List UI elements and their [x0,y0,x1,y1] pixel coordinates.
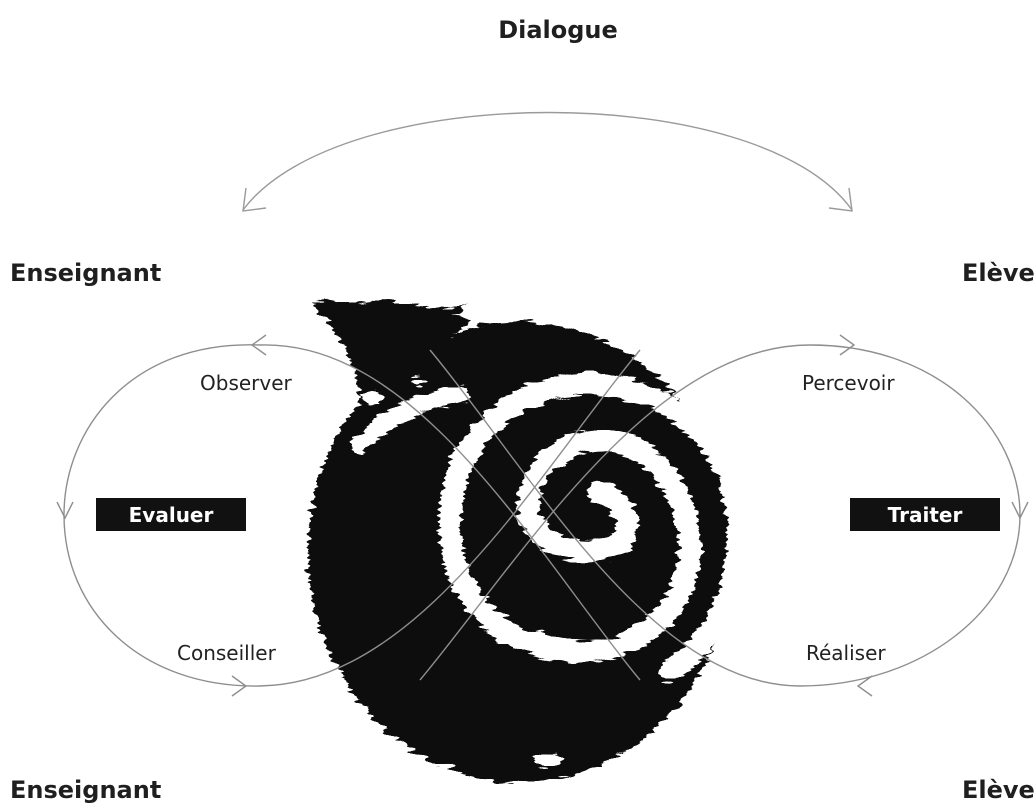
ink-spiral-gap-outer [351,386,469,454]
ink-spiral-wisp [400,303,468,330]
arrow-head-icon [242,187,267,212]
step-conseiller: Conseiller [177,641,277,665]
traiter-box [850,498,1000,531]
arrow-head-icon [839,334,856,356]
evaluer-box-label: Evaluer [129,503,214,527]
arrow-head-icon [250,334,267,356]
label-enseignant-bottom: Enseignant [10,776,161,804]
arrow-head-icon [231,675,248,697]
evaluer-box [96,498,246,531]
ink-spiral [308,300,750,782]
label-eleve-bottom: Elève [962,776,1035,804]
step-observer: Observer [200,371,293,395]
step-percevoir: Percevoir [802,371,895,395]
right-loop-line [419,344,1021,687]
dialogue-arc-line [242,111,853,211]
arrow-head-icon [856,675,873,697]
diagram-title: Dialogue [498,16,618,44]
arrow-head-icon [56,501,74,520]
arrow-head-icon [1011,501,1029,520]
ink-speck [534,753,562,767]
step-realiser: Réaliser [806,641,886,665]
traiter-box-label: Traiter [888,503,963,527]
figure-eight-loops [56,334,1029,697]
ink-speck [412,377,424,387]
dialogue-arc [242,111,853,212]
ink-spiral-tail [312,300,470,420]
label-eleve-top: Elève [962,259,1035,287]
arrow-head-icon [828,187,853,212]
ink-speck [362,391,382,405]
label-enseignant-top: Enseignant [10,259,161,287]
ink-spiral-gap [438,372,750,681]
